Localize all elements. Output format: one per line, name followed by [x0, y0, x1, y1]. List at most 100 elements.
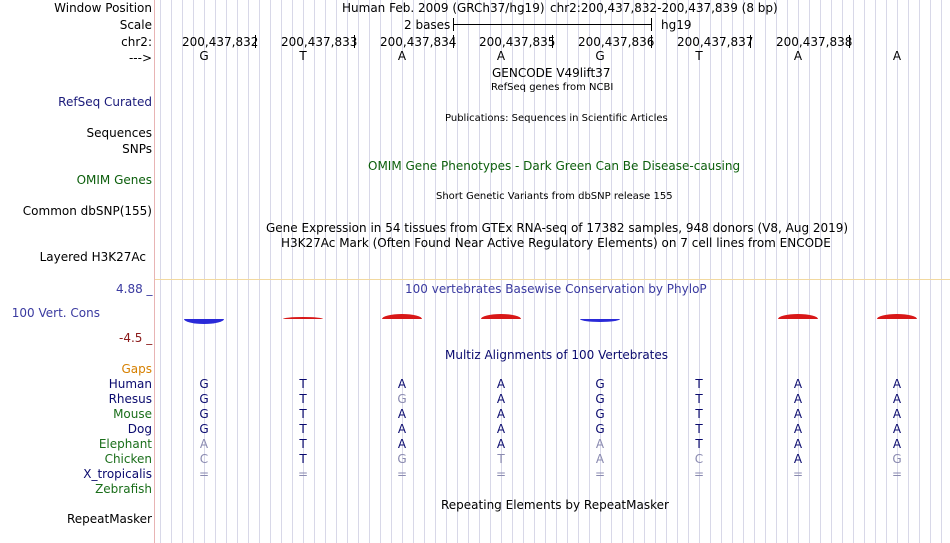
common-dbsnp-label[interactable]: Common dbSNP(155) [22, 204, 152, 218]
species-label[interactable]: X_tropicalis [83, 467, 152, 481]
grid-line [171, 0, 172, 543]
grid-line [842, 0, 843, 543]
grid-line [413, 0, 414, 543]
alignment-base: A [397, 377, 407, 391]
cons-min-label: -4.5 _ [119, 331, 153, 345]
base-letter: G [199, 49, 209, 63]
alignment-base: G [892, 452, 902, 466]
sequences-label[interactable]: Sequences [86, 126, 152, 140]
conservation-mark [778, 314, 818, 319]
alignment-base: T [497, 452, 505, 466]
snps-label[interactable]: SNPs [122, 142, 152, 156]
grid-line [941, 0, 942, 543]
species-label[interactable]: Human [108, 377, 152, 391]
alignment-base: T [695, 407, 703, 421]
grid-line [556, 0, 557, 543]
refseq-curated-label[interactable]: RefSeq Curated [58, 95, 152, 109]
alignment-base: A [793, 452, 803, 466]
alignment-base: G [199, 407, 209, 421]
layered-h3k27ac-label[interactable]: Layered H3K27Ac [39, 250, 146, 264]
base-letter: A [892, 49, 902, 63]
alignment-base: G [595, 407, 605, 421]
grid-line [215, 0, 216, 543]
grid-line [600, 0, 601, 543]
conservation-mark [283, 317, 323, 319]
species-label[interactable]: Elephant [98, 437, 152, 451]
alignment-base: A [397, 437, 407, 451]
alignment-base: G [397, 452, 407, 466]
alignment-base: A [496, 422, 506, 436]
grid-line [391, 0, 392, 543]
grid-line [259, 0, 260, 543]
grid-line [875, 0, 876, 543]
grid-line [523, 0, 524, 543]
alignment-base: A [496, 392, 506, 406]
conservation-mark [877, 314, 917, 319]
grid-line [732, 0, 733, 543]
grid-line [347, 0, 348, 543]
chrom-label[interactable]: chr2: [121, 35, 152, 49]
omim-genes-label[interactable]: OMIM Genes [76, 173, 152, 187]
species-label[interactable]: Chicken [104, 452, 152, 466]
scale-bar-right-cap [651, 18, 652, 31]
species-label[interactable]: Mouse [113, 407, 152, 421]
track-group-separator [155, 279, 950, 280]
gtex-track-title: Gene Expression in 54 tissues from GTEx … [266, 221, 849, 235]
scale-label[interactable]: Scale [119, 18, 152, 32]
alignment-base: A [793, 392, 803, 406]
ruler-tick [750, 35, 751, 48]
grid-line [908, 0, 909, 543]
grid-line [798, 0, 799, 543]
grid-line [160, 0, 161, 543]
ruler-tick [255, 35, 256, 48]
grid-line [688, 0, 689, 543]
grid-line [611, 0, 612, 543]
alignment-base: T [695, 392, 703, 406]
grid-line [468, 0, 469, 543]
alignment-base: = [198, 467, 210, 481]
alignment-base: A [892, 422, 902, 436]
window-position-label[interactable]: Window Position [54, 1, 152, 15]
alignment-base: = [891, 467, 903, 481]
grid-line [710, 0, 711, 543]
grid-line [204, 0, 205, 543]
species-label[interactable]: Zebrafish [95, 482, 152, 496]
base-letter: G [595, 49, 605, 63]
ruler-tick [453, 35, 454, 48]
alignment-base: G [595, 377, 605, 391]
grid-line [237, 0, 238, 543]
species-label[interactable]: Rhesus [108, 392, 152, 406]
alignment-base: = [495, 467, 507, 481]
species-label[interactable]: Dog [127, 422, 152, 436]
grid-line [864, 0, 865, 543]
grid-line [919, 0, 920, 543]
alignment-base: A [793, 437, 803, 451]
alignment-base: A [793, 422, 803, 436]
grid-line [314, 0, 315, 543]
grid-line [435, 0, 436, 543]
alignment-base: T [299, 452, 307, 466]
grid-line [193, 0, 194, 543]
grid-line [622, 0, 623, 543]
grid-line [666, 0, 667, 543]
conservation-mark [481, 314, 521, 319]
ruler-position: 200,437,835 [479, 35, 556, 49]
alignment-base: T [695, 422, 703, 436]
vert-cons-label[interactable]: 100 Vert. Cons [11, 306, 100, 320]
alignment-base: C [694, 452, 704, 466]
dbsnp-track-title: Short Genetic Variants from dbSNP releas… [436, 191, 673, 202]
alignment-base: A [496, 437, 506, 451]
alignment-base: A [892, 392, 902, 406]
grid-line [501, 0, 502, 543]
grid-line [534, 0, 535, 543]
grid-line [182, 0, 183, 543]
grid-line [479, 0, 480, 543]
grid-line [853, 0, 854, 543]
grid-line [490, 0, 491, 543]
alignment-base: = [396, 467, 408, 481]
gaps-label[interactable]: Gaps [121, 362, 152, 376]
gencode-track-title[interactable]: GENCODE V49lift37 [492, 66, 611, 80]
repeatmasker-label[interactable]: RepeatMasker [66, 512, 152, 526]
conservation-mark [184, 319, 224, 324]
